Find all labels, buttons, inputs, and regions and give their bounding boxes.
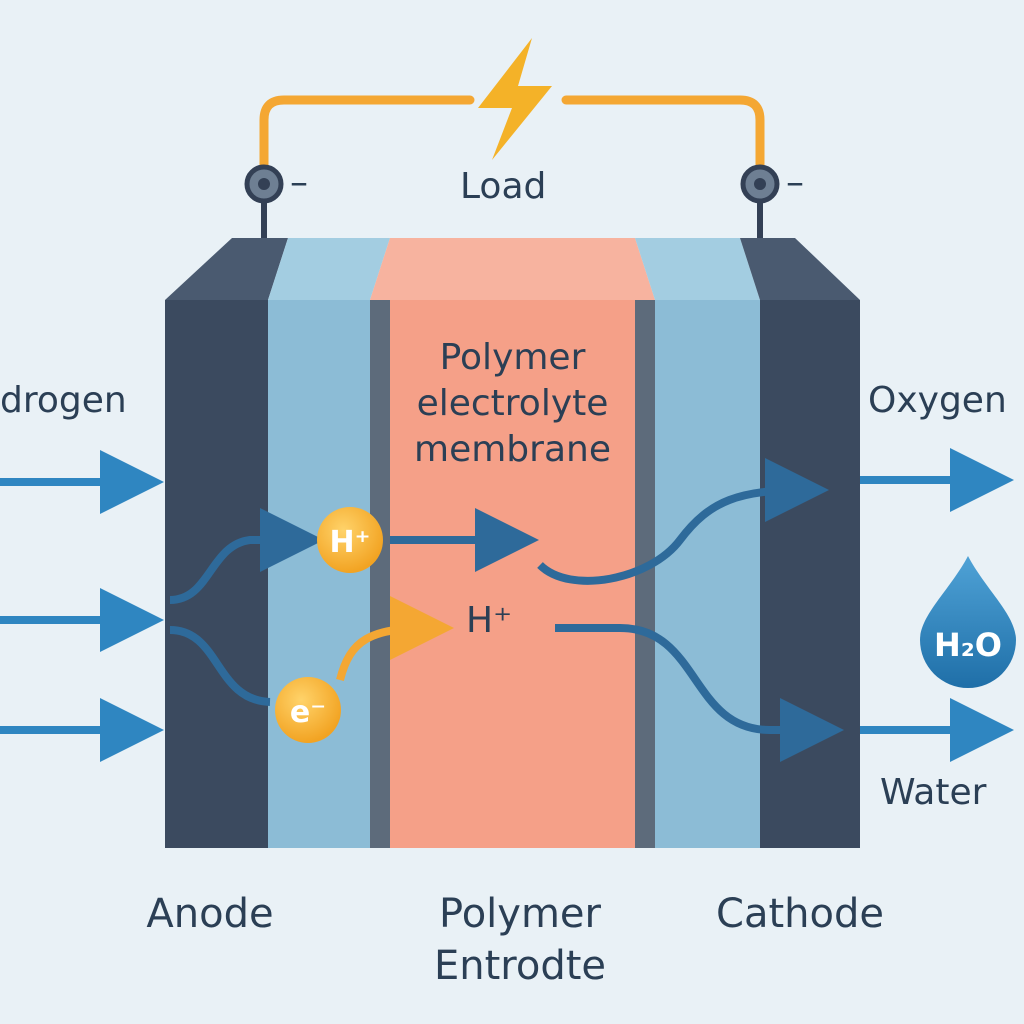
- proton-free-label: H⁺: [466, 600, 513, 641]
- input-hydrogen-label: drogen: [0, 380, 127, 421]
- electron-badge: [275, 677, 341, 743]
- catalyst-left: [370, 300, 390, 848]
- electron-path: [336, 596, 454, 681]
- water-arrow: [555, 624, 844, 762]
- circuit-wire: [259, 95, 475, 173]
- proton-badge: [317, 507, 383, 573]
- hydrogen-split-lower: [169, 626, 271, 706]
- oxygen-arrow: [537, 458, 829, 585]
- output-oxygen-label: Oxygen: [868, 380, 1007, 421]
- center-bottom-line-1: Polymer: [439, 891, 601, 937]
- electron-badge-text: e⁻: [290, 695, 326, 730]
- center-bottom-label: Polymer Entrodte: [400, 888, 640, 992]
- anode-gas-layer: [268, 300, 370, 848]
- anode-top: [165, 238, 288, 300]
- lightning-icon: [478, 38, 552, 160]
- cathode-label: Cathode: [716, 891, 884, 937]
- anode-label: Anode: [146, 891, 274, 937]
- circuit-wire-right: [561, 95, 765, 173]
- terminal-right-sign: –: [786, 162, 804, 203]
- membrane-label-line-3: membrane: [414, 429, 611, 470]
- membrane-label-line-2: electrolyte: [416, 383, 609, 424]
- proton-badge-text: H⁺: [330, 525, 371, 560]
- membrane-label: Polymer electrolyte membrane: [390, 335, 635, 473]
- cathode-top: [740, 238, 860, 300]
- anode-gas-top: [268, 238, 390, 300]
- terminal-left-sign: –: [290, 162, 308, 203]
- terminal-left-dot: [258, 178, 270, 190]
- load-label: Load: [460, 166, 547, 207]
- membrane-layer: [390, 300, 635, 848]
- output-water-label: Water: [880, 772, 987, 813]
- cathode-gas-top: [635, 238, 760, 300]
- center-bottom-line-2: Entrodte: [433, 943, 607, 989]
- terminal-right-dot: [754, 178, 766, 190]
- cathode-plate: [760, 300, 860, 848]
- anode-plate: [165, 300, 268, 848]
- membrane-top: [370, 238, 655, 300]
- water-drop-text: H₂O: [934, 626, 1002, 664]
- membrane-label-line-1: Polymer: [439, 337, 586, 378]
- cathode-gas-layer: [655, 300, 760, 848]
- hydrogen-split-upper: [169, 508, 324, 604]
- catalyst-right: [635, 300, 655, 848]
- water-drop-icon: [920, 556, 1016, 688]
